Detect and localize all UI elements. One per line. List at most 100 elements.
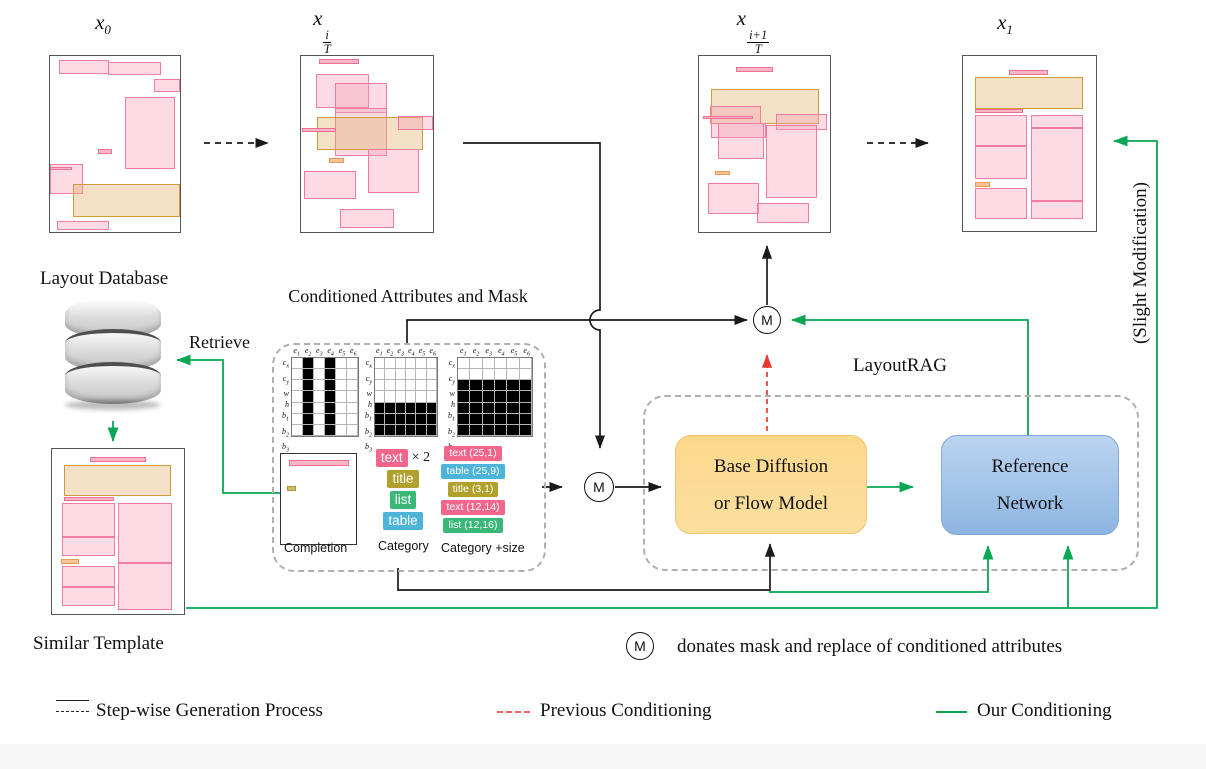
- retrieve-label: Retrieve: [189, 332, 250, 352]
- layout-element-rect: [62, 566, 115, 587]
- layout-element-rect: [287, 486, 296, 491]
- layout-element-rect: [975, 115, 1027, 146]
- layout-element-rect: [59, 60, 109, 74]
- layoutrag-title: LayoutRAG: [853, 355, 947, 376]
- legend-our-conditioning: Our Conditioning: [977, 700, 1112, 721]
- layout-element-rect: [154, 79, 180, 92]
- similar-template-thumbnail: [51, 448, 185, 615]
- layout-database-title: Layout Database: [40, 268, 169, 289]
- layout-element-rect: [766, 125, 817, 198]
- legend-stepwise: Step-wise Generation Process: [96, 700, 323, 721]
- layout-element-rect: [715, 171, 730, 175]
- layout-thumbnail-x0: [49, 55, 181, 233]
- layout-element-rect: [118, 563, 172, 610]
- layout-element-rect: [125, 97, 175, 169]
- layout-element-rect: [108, 62, 161, 75]
- database-icon: [65, 299, 161, 410]
- label-x1: x1: [997, 10, 1013, 38]
- mask-legend-text: donates mask and replace of conditioned …: [677, 636, 1063, 657]
- layout-element-rect: [50, 167, 72, 170]
- category-tag: title: [387, 469, 419, 488]
- layout-element-rect: [62, 503, 115, 537]
- category-tag: list (12,16): [443, 517, 503, 533]
- similar-template-label: Similar Template: [33, 633, 164, 654]
- layout-element-rect: [975, 182, 990, 187]
- column-label-completion: Completion: [284, 541, 348, 555]
- layout-element-rect: [975, 109, 1023, 113]
- layout-element-rect: [776, 114, 827, 130]
- layout-element-rect: [1031, 115, 1083, 128]
- layout-element-rect: [73, 184, 180, 217]
- legend-previous-conditioning: Previous Conditioning: [540, 700, 712, 721]
- layout-element-rect: [368, 149, 419, 193]
- layout-element-rect: [1031, 128, 1083, 201]
- layout-element-rect: [329, 158, 344, 163]
- layout-element-rect: [319, 59, 359, 64]
- layout-thumbnail-xi1t: [698, 55, 831, 233]
- layout-element-rect: [317, 117, 423, 150]
- category-tag: title (3,1): [447, 481, 499, 497]
- completion-example-canvas: [280, 453, 357, 545]
- base-diffusion-line2: or Flow Model: [714, 492, 828, 514]
- layout-element-rect: [64, 497, 114, 501]
- mask-node-top: M: [753, 306, 781, 334]
- layout-element-rect: [398, 116, 433, 130]
- slight-modification-label: (Slight Modification): [1130, 182, 1151, 345]
- layout-element-rect: [975, 188, 1027, 219]
- layout-element-rect: [50, 164, 83, 194]
- base-diffusion-module: Base Diffusion or Flow Model: [675, 435, 867, 534]
- conditioned-attributes-box: [272, 343, 546, 572]
- layout-element-rect: [62, 537, 115, 556]
- label-x0: x0: [95, 10, 111, 38]
- layout-element-rect: [1009, 70, 1048, 75]
- column-label-category: Category: [378, 539, 429, 553]
- layout-element-rect: [118, 503, 172, 563]
- tag-multiplier: × 2: [411, 449, 431, 465]
- layout-element-rect: [64, 465, 171, 496]
- layoutrag-box: [643, 395, 1139, 571]
- our-conditioning-line-symbol: [936, 711, 967, 713]
- layout-thumbnail-x1: [962, 55, 1097, 232]
- layout-element-rect: [710, 106, 761, 124]
- layout-element-rect: [302, 128, 336, 132]
- category-tag: table (25,9): [441, 463, 505, 479]
- reference-network-line2: Network: [996, 493, 1064, 514]
- category-tag: list: [389, 490, 417, 509]
- layout-element-rect: [757, 203, 809, 223]
- layout-element-rect: [340, 209, 394, 228]
- layout-element-rect: [975, 77, 1083, 109]
- bottom-band: [0, 744, 1206, 769]
- mask-node-mid: M: [584, 472, 614, 502]
- reference-network-line1: Reference: [991, 456, 1069, 477]
- layout-element-rect: [703, 116, 753, 119]
- layout-element-rect: [61, 559, 79, 564]
- base-diffusion-line1: Base Diffusion: [713, 455, 829, 477]
- layout-element-rect: [98, 149, 112, 154]
- layout-element-rect: [718, 123, 764, 159]
- category-tag: text (25,1): [444, 445, 502, 461]
- layout-element-rect: [304, 171, 356, 199]
- layout-element-rect: [316, 74, 369, 108]
- previous-conditioning-line-symbol: [497, 711, 530, 713]
- layout-element-rect: [62, 587, 115, 606]
- column-label-category-size: Category +size: [441, 541, 525, 555]
- category-size-tags: text (25,1) table (25,9) title (3,1) text (…: [432, 444, 514, 534]
- reference-network-module: Reference Network: [941, 435, 1119, 535]
- layout-element-rect: [736, 67, 773, 72]
- category-tag: text (12,14): [441, 499, 505, 515]
- layout-thumbnail-xit: [300, 55, 434, 233]
- layout-element-rect: [1031, 201, 1083, 219]
- layout-element-rect: [335, 108, 387, 156]
- layout-element-rect: [57, 221, 109, 230]
- layout-element-rect: [975, 146, 1027, 179]
- stepwise-line-symbol: [56, 700, 89, 712]
- layout-element-rect: [289, 460, 349, 466]
- conditioned-attributes-title: Conditioned Attributes and Mask: [288, 286, 528, 306]
